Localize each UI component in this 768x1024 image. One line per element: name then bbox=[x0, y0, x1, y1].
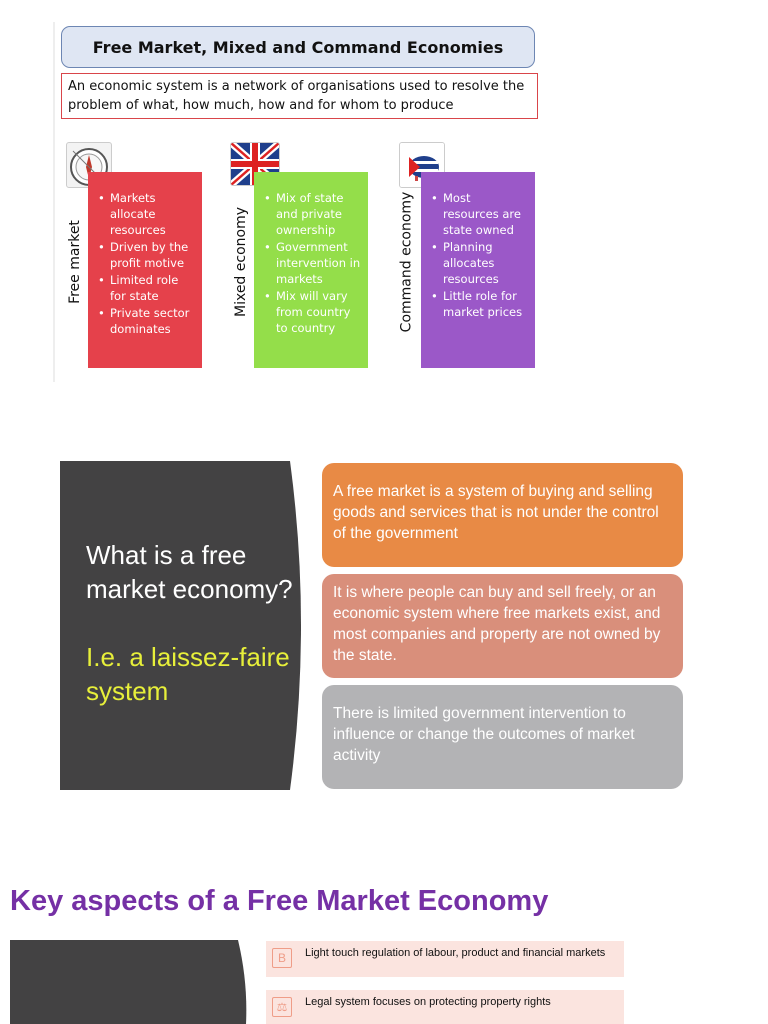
key-aspect-item: B Light touch regulation of labour, prod… bbox=[266, 941, 624, 977]
compass-profit-icon bbox=[66, 142, 112, 188]
command-economy-bullet: Planning allocates resources bbox=[427, 239, 529, 287]
economies-slide: Free Market, Mixed and Command Economies… bbox=[53, 22, 540, 382]
free-market-bullet: Private sector dominates bbox=[94, 305, 196, 337]
mixed-economy-label: Mixed economy bbox=[233, 206, 250, 318]
mixed-economy-bullet: Government intervention in markets bbox=[260, 239, 362, 287]
free-market-bullet: Limited role for state bbox=[94, 272, 196, 304]
free-market-label: Free market bbox=[67, 220, 83, 304]
command-economy-bullet: Little role for market prices bbox=[427, 288, 529, 320]
key-aspect-text: Light touch regulation of labour, produc… bbox=[305, 947, 606, 959]
key-aspect-item: ⚖ Legal system focuses on protecting pro… bbox=[266, 990, 624, 1024]
command-economy-card: Most resources are state owned Planning … bbox=[421, 172, 535, 368]
question-panel bbox=[60, 461, 301, 790]
definition-box: An economic system is a network of organ… bbox=[61, 73, 538, 119]
definition-card-2: It is where people can buy and sell free… bbox=[322, 574, 683, 678]
mixed-economy-bullet: Mix will vary from country to country bbox=[260, 288, 362, 336]
key-aspects-panel bbox=[10, 940, 247, 1024]
free-market-card: Markets allocate resources Driven by the… bbox=[88, 172, 202, 368]
slide-title: Free Market, Mixed and Command Economies bbox=[61, 26, 535, 68]
free-market-bullet: Markets allocate resources bbox=[94, 190, 196, 238]
bold-b-icon: B bbox=[272, 948, 292, 968]
command-economy-label: Command economy bbox=[398, 191, 414, 333]
scales-of-justice-icon: ⚖ bbox=[272, 997, 292, 1017]
key-aspect-text: Legal system focuses on protecting prope… bbox=[305, 996, 551, 1008]
definition-card-1: A free market is a system of buying and … bbox=[322, 463, 683, 567]
key-aspects-heading: Key aspects of a Free Market Economy bbox=[10, 885, 549, 917]
question-heading: What is a free market economy? bbox=[86, 540, 293, 604]
mixed-economy-card: Mix of state and private ownership Gover… bbox=[254, 172, 368, 368]
slide-edge bbox=[53, 22, 55, 382]
cuba-flag-pig-icon bbox=[399, 142, 445, 188]
free-market-bullet: Driven by the profit motive bbox=[94, 239, 196, 271]
mixed-economy-bullet: Mix of state and private ownership bbox=[260, 190, 362, 238]
definition-card-3: There is limited government intervention… bbox=[322, 685, 683, 789]
question-subtitle: I.e. a laissez-faire system bbox=[86, 642, 290, 706]
command-economy-bullet: Most resources are state owned bbox=[427, 190, 529, 238]
